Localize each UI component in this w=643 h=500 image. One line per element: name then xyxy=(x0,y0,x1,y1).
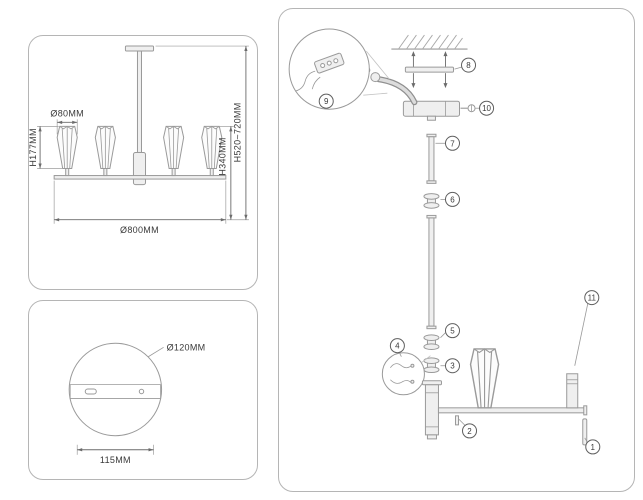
dim-total-width: Ø800MM xyxy=(120,225,159,235)
ball-joint xyxy=(370,72,381,83)
callout-9: 9 xyxy=(318,93,334,109)
lamp-shade xyxy=(469,348,500,409)
callout-7: 7 xyxy=(435,135,461,151)
lamp-shade xyxy=(56,125,78,170)
rod-section-long xyxy=(426,214,437,330)
svg-text:8: 8 xyxy=(466,61,471,70)
wiring-detail-bubble xyxy=(288,28,390,110)
top-view-drawing: Ø120MM 115MM xyxy=(68,342,206,465)
curved-arm xyxy=(364,67,418,106)
svg-text:6: 6 xyxy=(450,195,455,204)
chandelier-front-view xyxy=(53,45,227,186)
ceiling-plate xyxy=(124,45,155,52)
column-cap xyxy=(421,380,442,386)
lamp-shade xyxy=(94,125,116,170)
svg-text:2: 2 xyxy=(467,427,472,436)
svg-text:1: 1 xyxy=(591,443,596,452)
assembly-drawing: 1 2 3 4 xyxy=(288,28,601,455)
rod-section-upper xyxy=(426,133,437,184)
callout-11: 11 xyxy=(574,290,600,366)
mount-hole xyxy=(138,388,145,395)
callout-10: 10 xyxy=(475,100,495,116)
front-view-drawing: Ø80MM H177MM H340MM xyxy=(29,45,249,235)
dim-canopy-diameter: Ø120MM xyxy=(167,342,206,352)
callout-4: 4 xyxy=(389,338,405,357)
callouts: 1 2 3 4 xyxy=(318,57,601,455)
svg-text:3: 3 xyxy=(450,362,455,371)
coupler-6 xyxy=(423,193,440,209)
ceiling-hatch xyxy=(391,34,468,50)
front-view-panel: Ø80MM H177MM H340MM xyxy=(28,35,258,290)
svg-text:9: 9 xyxy=(324,97,329,106)
svg-text:4: 4 xyxy=(395,342,400,351)
svg-text:7: 7 xyxy=(450,139,455,148)
canopy-circle xyxy=(68,342,163,437)
callout-6: 6 xyxy=(440,191,461,207)
lower-assembly xyxy=(421,348,588,446)
callout-2: 2 xyxy=(458,418,478,439)
dim-total-height: H520~720MM xyxy=(232,102,242,162)
dim-shade-height: H177MM xyxy=(29,128,38,166)
canopy-top-view xyxy=(68,342,163,437)
dimensions: Ø80MM H177MM H340MM xyxy=(29,45,249,235)
finial-rod xyxy=(582,418,588,446)
coupler-3 xyxy=(423,357,440,374)
dim-shade-diameter: Ø80MM xyxy=(50,108,84,118)
column-base xyxy=(426,434,437,440)
svg-text:5: 5 xyxy=(450,327,455,336)
center-column xyxy=(424,384,439,436)
arm-screw xyxy=(454,415,460,426)
socket-cover xyxy=(566,373,579,409)
down-rod xyxy=(136,50,142,153)
mounting-bracket xyxy=(404,51,454,89)
center-hub xyxy=(132,151,147,186)
connector-detail-bubble xyxy=(381,352,431,396)
wire xyxy=(390,363,412,369)
lamp-shade xyxy=(163,125,185,170)
assembly-panel: 1 2 3 4 xyxy=(278,8,635,492)
top-view-panel: Ø120MM 115MM xyxy=(28,300,258,480)
wire xyxy=(295,70,316,92)
wire xyxy=(390,379,412,384)
dimensions: Ø120MM 115MM xyxy=(76,342,206,465)
mount-slot xyxy=(84,388,97,395)
coupler-5 xyxy=(423,334,440,351)
callout-8: 8 xyxy=(454,57,477,73)
terminal-block xyxy=(314,52,345,74)
dim-body-height: H340MM xyxy=(217,137,227,175)
callout-5: 5 xyxy=(440,323,461,339)
arm-end-cap xyxy=(583,405,588,416)
wire xyxy=(311,76,321,90)
callout-3: 3 xyxy=(440,358,461,374)
dim-bracket-width: 115MM xyxy=(100,455,131,465)
canopy-assembly xyxy=(402,100,476,121)
arm-bar xyxy=(53,175,227,180)
svg-text:11: 11 xyxy=(588,294,597,303)
svg-text:10: 10 xyxy=(482,104,491,113)
callout-1: 1 xyxy=(584,437,601,455)
lamp-arm xyxy=(437,407,587,414)
